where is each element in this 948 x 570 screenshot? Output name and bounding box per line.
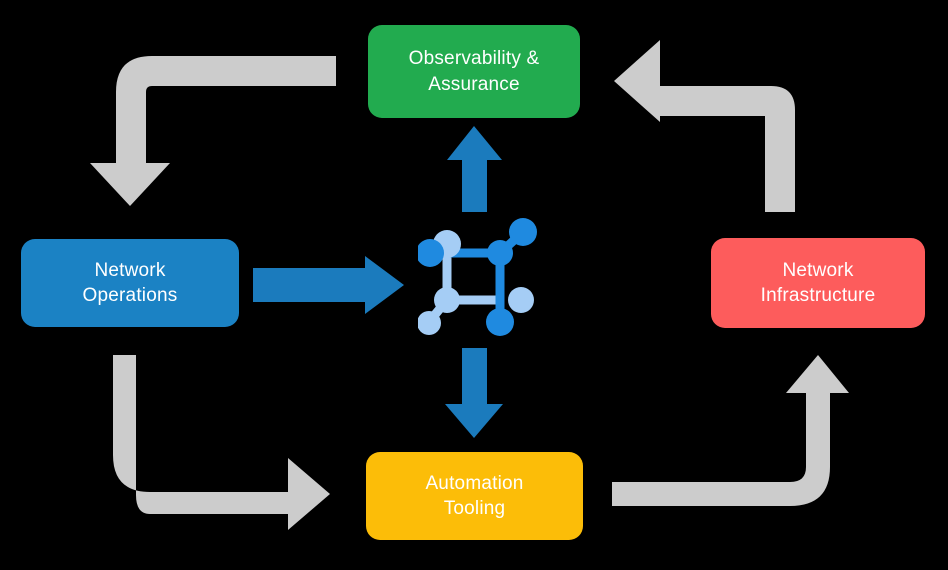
node-label-network-infrastructure: Network Infrastructure <box>760 259 876 306</box>
node-automation-tooling[interactable]: Automation Tooling <box>366 452 583 540</box>
arrow-operations-to-automation <box>113 355 330 530</box>
arrow-automation-to-infrastructure <box>612 355 849 506</box>
node-network-infrastructure[interactable]: Network Infrastructure <box>711 238 925 328</box>
arrow-center-to-automation <box>445 348 503 438</box>
network-topology-icon <box>418 218 537 336</box>
arrow-operations-to-center <box>253 256 404 314</box>
node-label-network-operations: Network Operations <box>82 259 178 306</box>
node-label-automation-tooling: Automation Tooling <box>425 472 524 519</box>
arrow-center-to-observability <box>447 126 502 212</box>
arrow-infrastructure-to-observability <box>614 40 795 212</box>
node-network-operations[interactable]: Network Operations <box>21 239 239 327</box>
node-observability-assurance[interactable]: Observability & Assurance <box>368 25 580 118</box>
node-label-observability: Observability & Assurance <box>408 48 540 95</box>
arrow-observability-to-operations <box>90 56 336 206</box>
